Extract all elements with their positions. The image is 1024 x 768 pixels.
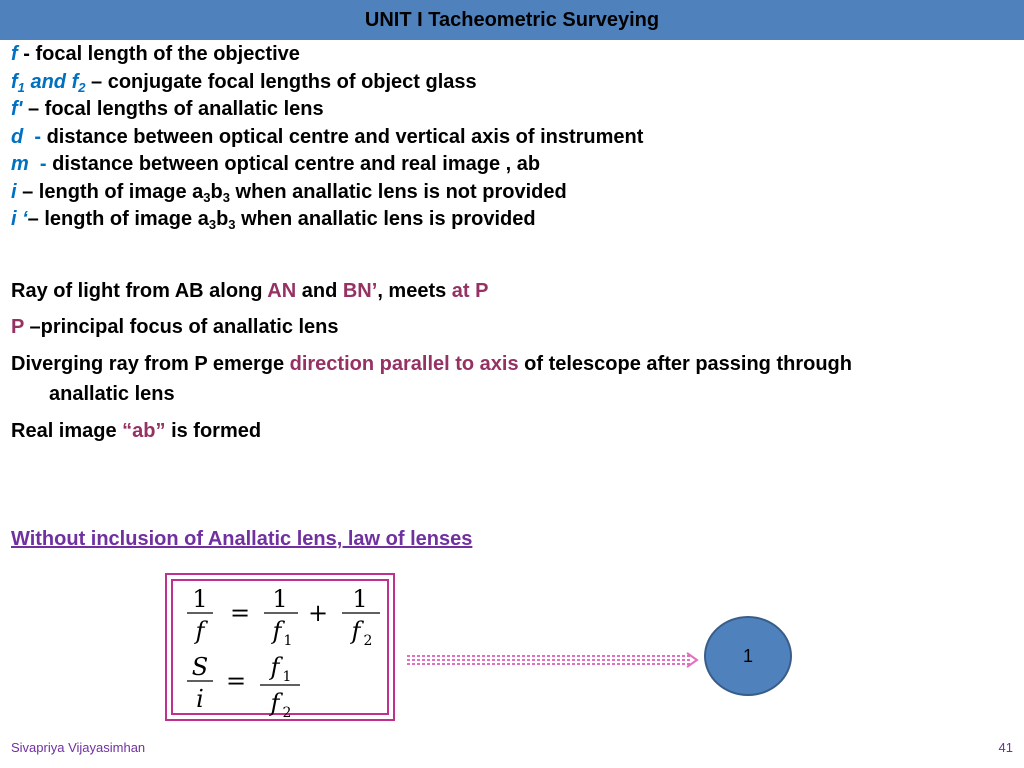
def-symbol: i ‘: [11, 208, 28, 230]
formula-box-inner: [171, 579, 389, 715]
paragraph-diverging-ray: Diverging ray from P emerge direction pa…: [11, 349, 852, 409]
formula-denominator: f: [350, 617, 365, 645]
def-subscript: 3: [208, 217, 217, 232]
slide-title: UNIT I Tacheometric Surveying: [364, 8, 660, 31]
para-accent: at P: [451, 280, 489, 302]
def-desc: – length of image a: [16, 180, 204, 203]
def-subscript: 1: [17, 79, 25, 95]
para-text: Diverging ray from P emerge: [11, 353, 290, 375]
formula-box: 1 f = 1 f 1 + 1 f 2 S i = f 1 f 2: [165, 573, 395, 721]
formula-denominator: f: [269, 689, 284, 717]
def-desc: - focal length of the objective: [17, 43, 300, 65]
para-text: Real image: [11, 420, 123, 442]
para-accent: P: [11, 316, 24, 338]
def-f-prime: f' – focal lengths of anallatic lens: [11, 96, 643, 124]
equation-number-circle: 1: [704, 616, 792, 696]
def-desc: when anallatic lens is not provided: [229, 180, 567, 203]
section-heading: Without inclusion of Anallatic lens, law…: [11, 528, 473, 550]
def-desc: b: [216, 208, 229, 230]
def-desc: distance between optical centre and vert…: [46, 125, 644, 148]
def-desc: – length of image a: [27, 208, 209, 230]
def-desc: – conjugate focal lengths of object glas…: [85, 70, 477, 93]
formula-denominator: i: [196, 685, 204, 713]
def-symbol: f': [11, 98, 23, 120]
def-m: m - distance between optical centre and …: [11, 151, 643, 179]
formula-numerator: 1: [192, 585, 207, 613]
footer-page-number: 41: [998, 740, 1013, 755]
def-symbol: f: [11, 43, 18, 65]
para-text: Ray of light from AB along: [11, 280, 268, 302]
def-symbol: f: [71, 70, 79, 93]
def-sep: -: [23, 125, 47, 148]
para-text: , meets: [377, 280, 452, 302]
formula-numerator: S: [192, 653, 208, 681]
title-bar: UNIT I Tacheometric Surveying: [0, 0, 1024, 40]
def-sep: -: [28, 153, 53, 175]
formula-equals: =: [226, 667, 246, 695]
def-subscript: 3: [203, 189, 211, 205]
def-d: d - distance between optical centre and …: [11, 124, 643, 152]
def-desc: – focal lengths of anallatic lens: [22, 98, 324, 120]
formula-equals: =: [230, 599, 250, 627]
arrow-head: [686, 652, 699, 668]
def-subscript: 3: [228, 217, 236, 232]
def-desc: b: [210, 180, 223, 203]
def-symbol: d: [11, 125, 24, 148]
lens-law-formula: 1 f = 1 f 1 + 1 f 2 S i = f 1 f 2: [187, 585, 380, 719]
formula-subscript: 2: [364, 633, 373, 649]
formula-numerator: f: [269, 653, 284, 681]
para-text: of telescope after passing through: [518, 353, 852, 375]
def-desc: distance between optical centre and real…: [52, 153, 541, 175]
paragraph-ray-of-light: Ray of light from AB along AN and BN’, m…: [11, 276, 488, 306]
paragraph-principal-focus: P –principal focus of anallatic lens: [11, 312, 339, 342]
def-i-prime: i ‘– length of image a3b3 when anallatic…: [11, 206, 643, 234]
formula-plus: +: [308, 599, 328, 627]
def-subscript: 2: [78, 79, 86, 95]
def-f1-f2: f1 and f2 – conjugate focal lengths of o…: [11, 69, 643, 97]
def-subscript: 3: [222, 189, 230, 205]
para-accent: BN’: [342, 280, 378, 302]
para-text: is formed: [165, 420, 262, 442]
para-text-continued: anallatic lens: [49, 383, 175, 405]
formula-subscript: 1: [283, 669, 292, 685]
formula-numerator: 1: [352, 585, 367, 613]
def-and: and: [24, 70, 72, 93]
formula-subscript: 1: [284, 633, 293, 649]
definitions-list: f - focal length of the objective f1 and…: [11, 41, 643, 234]
formula-numerator: 1: [272, 585, 287, 613]
dashed-arrow: [407, 652, 699, 668]
def-desc: when anallatic lens is provided: [235, 208, 536, 230]
para-text: and: [296, 280, 343, 302]
def-symbol: i: [11, 180, 17, 203]
para-accent: “ab”: [122, 420, 166, 442]
def-symbol: f: [11, 70, 18, 93]
footer-author: Sivapriya Vijayasimhan: [11, 740, 146, 755]
equation-number: 1: [742, 646, 753, 666]
para-text: –principal focus of anallatic lens: [23, 316, 339, 338]
para-accent: AN: [267, 280, 297, 302]
def-i: i – length of image a3b3 when anallatic …: [11, 179, 643, 207]
para-accent: direction parallel to axis: [289, 353, 519, 375]
paragraph-real-image: Real image “ab” is formed: [11, 416, 261, 446]
def-symbol: m: [11, 153, 29, 175]
formula-subscript: 2: [283, 705, 292, 719]
formula-denominator: f: [194, 617, 209, 645]
def-f: f - focal length of the objective: [11, 41, 643, 69]
